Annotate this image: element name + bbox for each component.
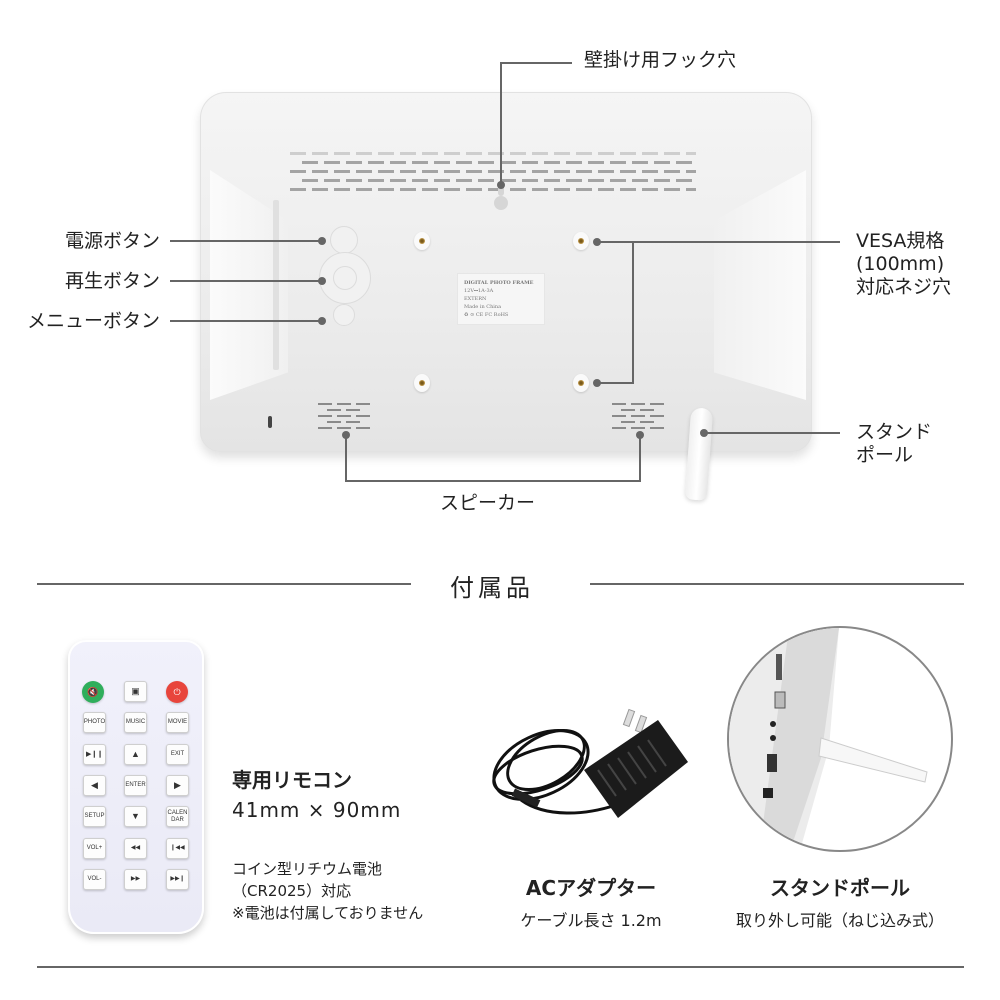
callout-line xyxy=(170,320,322,322)
callout-dot xyxy=(318,277,326,285)
callout-dot xyxy=(318,237,326,245)
label-text: ♻ ⊙ CE FC RoHS xyxy=(464,312,509,318)
callout-play-button: 再生ボタン xyxy=(64,270,160,292)
callout-line xyxy=(598,382,634,384)
callout-wall-hook: 壁掛け用フック穴 xyxy=(584,49,737,71)
callout-line xyxy=(500,62,502,186)
callout-line xyxy=(170,240,322,242)
callout-power-button: 電源ボタン xyxy=(64,230,160,252)
callout-line xyxy=(345,435,347,482)
label-text: 12V⎓1A-3A xyxy=(464,288,494,294)
remote-rewind-key: ◀◀ xyxy=(124,838,147,859)
remote-note-line: （CR2025）対応 xyxy=(232,882,352,900)
adapter-title: ACアダプター xyxy=(525,876,657,900)
section-divider-bottom xyxy=(37,966,964,968)
vesa-screw-hole xyxy=(573,374,589,392)
remote-setup-key: SETUP xyxy=(83,806,106,827)
play-button[interactable] xyxy=(333,266,357,290)
section-title-accessories: 付属品 xyxy=(450,574,534,602)
ac-adapter-image xyxy=(492,708,688,818)
remote-vol-up-key: VOL+ xyxy=(83,838,106,859)
remote-enter-key: ENTER xyxy=(124,775,147,796)
play-dpad[interactable] xyxy=(319,252,371,304)
stand-title: スタンドポール xyxy=(770,876,910,900)
label-text: DIGITAL PHOTO FRAME xyxy=(464,280,534,286)
remote-play-pause-key: ▶❙❙ xyxy=(83,744,106,765)
remote-down-key: ▼ xyxy=(124,806,147,827)
callout-stand-line: スタンド xyxy=(856,421,933,443)
label-text: Made in China xyxy=(464,304,502,310)
vesa-screw-hole xyxy=(414,374,430,392)
speaker-grille-left xyxy=(318,403,372,433)
power-button[interactable] xyxy=(330,226,358,254)
callout-vesa: VESA規格 (100mm) 対応ネジ穴 xyxy=(856,230,951,298)
top-vent-grille xyxy=(290,152,696,197)
stand-detail-circle xyxy=(727,626,953,852)
callout-line xyxy=(345,480,641,482)
remote-prev-key: ❙◀◀ xyxy=(166,838,189,859)
remote-note-line: ※電池は付属しておりません xyxy=(232,904,424,922)
section-divider-left xyxy=(37,583,411,585)
vesa-screw-hole xyxy=(414,232,430,250)
remote-size: 41mm × 90mm xyxy=(232,798,402,822)
rating-label-plate: DIGITAL PHOTO FRAME 12V⎓1A-3A EXTERN Mad… xyxy=(457,273,545,325)
callout-line xyxy=(500,62,572,64)
remote-battery-note: コイン型リチウム電池 （CR2025）対応 ※電池は付属しておりません xyxy=(232,858,423,924)
remote-slideshow-key: ▣ xyxy=(124,681,147,702)
remote-left-key: ◀ xyxy=(83,775,106,796)
callout-speaker: スピーカー xyxy=(440,492,536,514)
callout-dot xyxy=(593,379,601,387)
callout-vesa-line: VESA規格 xyxy=(856,230,945,252)
adapter-subtitle: ケーブル長さ 1.2m xyxy=(520,911,662,930)
remote-next-key: ▶▶❙ xyxy=(166,869,189,890)
callout-vesa-line: (100mm) xyxy=(856,252,945,275)
callout-line xyxy=(705,432,840,434)
photo-frame-back xyxy=(200,92,812,452)
callout-line xyxy=(170,280,322,282)
stand-detail-image xyxy=(729,628,928,850)
remote-movie-key: MOVIE xyxy=(166,712,189,733)
remote-calendar-key: CALEN DAR xyxy=(166,806,189,827)
callout-stand-line: ポール xyxy=(856,443,914,466)
remote-power-key: ⏻ xyxy=(166,681,188,703)
remote-forward-key: ▶▶ xyxy=(124,869,147,890)
remote-vol-down-key: VOL- xyxy=(83,869,106,890)
menu-button[interactable] xyxy=(333,304,355,326)
callout-line xyxy=(632,241,634,383)
callout-menu-button: メニューボタン xyxy=(26,310,160,332)
callout-stand: スタンド ポール xyxy=(856,421,932,467)
section-divider-right xyxy=(590,583,964,585)
callout-dot xyxy=(700,429,708,437)
wall-hook-hole xyxy=(494,186,508,212)
remote-note-line: コイン型リチウム電池 xyxy=(232,860,383,878)
remote-right-key: ▶ xyxy=(166,775,189,796)
callout-dot xyxy=(318,317,326,325)
callout-dot xyxy=(593,238,601,246)
callout-line xyxy=(639,435,641,482)
security-lock-slot xyxy=(268,416,272,428)
remote-photo-key: PHOTO xyxy=(83,712,106,733)
callout-vesa-line: 対応ネジ穴 xyxy=(856,275,952,298)
frame-side-slot xyxy=(273,200,279,370)
remote-music-key: MUSIC xyxy=(124,712,147,733)
callout-line xyxy=(598,241,840,243)
speaker-grille-right xyxy=(612,403,666,433)
callout-dot xyxy=(497,181,505,189)
vesa-screw-hole xyxy=(573,232,589,250)
label-text: EXTERN xyxy=(464,296,487,302)
stand-subtitle: 取り外し可能（ねじ込み式） xyxy=(735,911,944,930)
remote-mute-key: 🔇 xyxy=(82,681,104,703)
remote-exit-key: EXIT xyxy=(166,744,189,765)
remote-title: 専用リモコン xyxy=(232,768,352,792)
remote-up-key: ▲ xyxy=(124,744,147,765)
